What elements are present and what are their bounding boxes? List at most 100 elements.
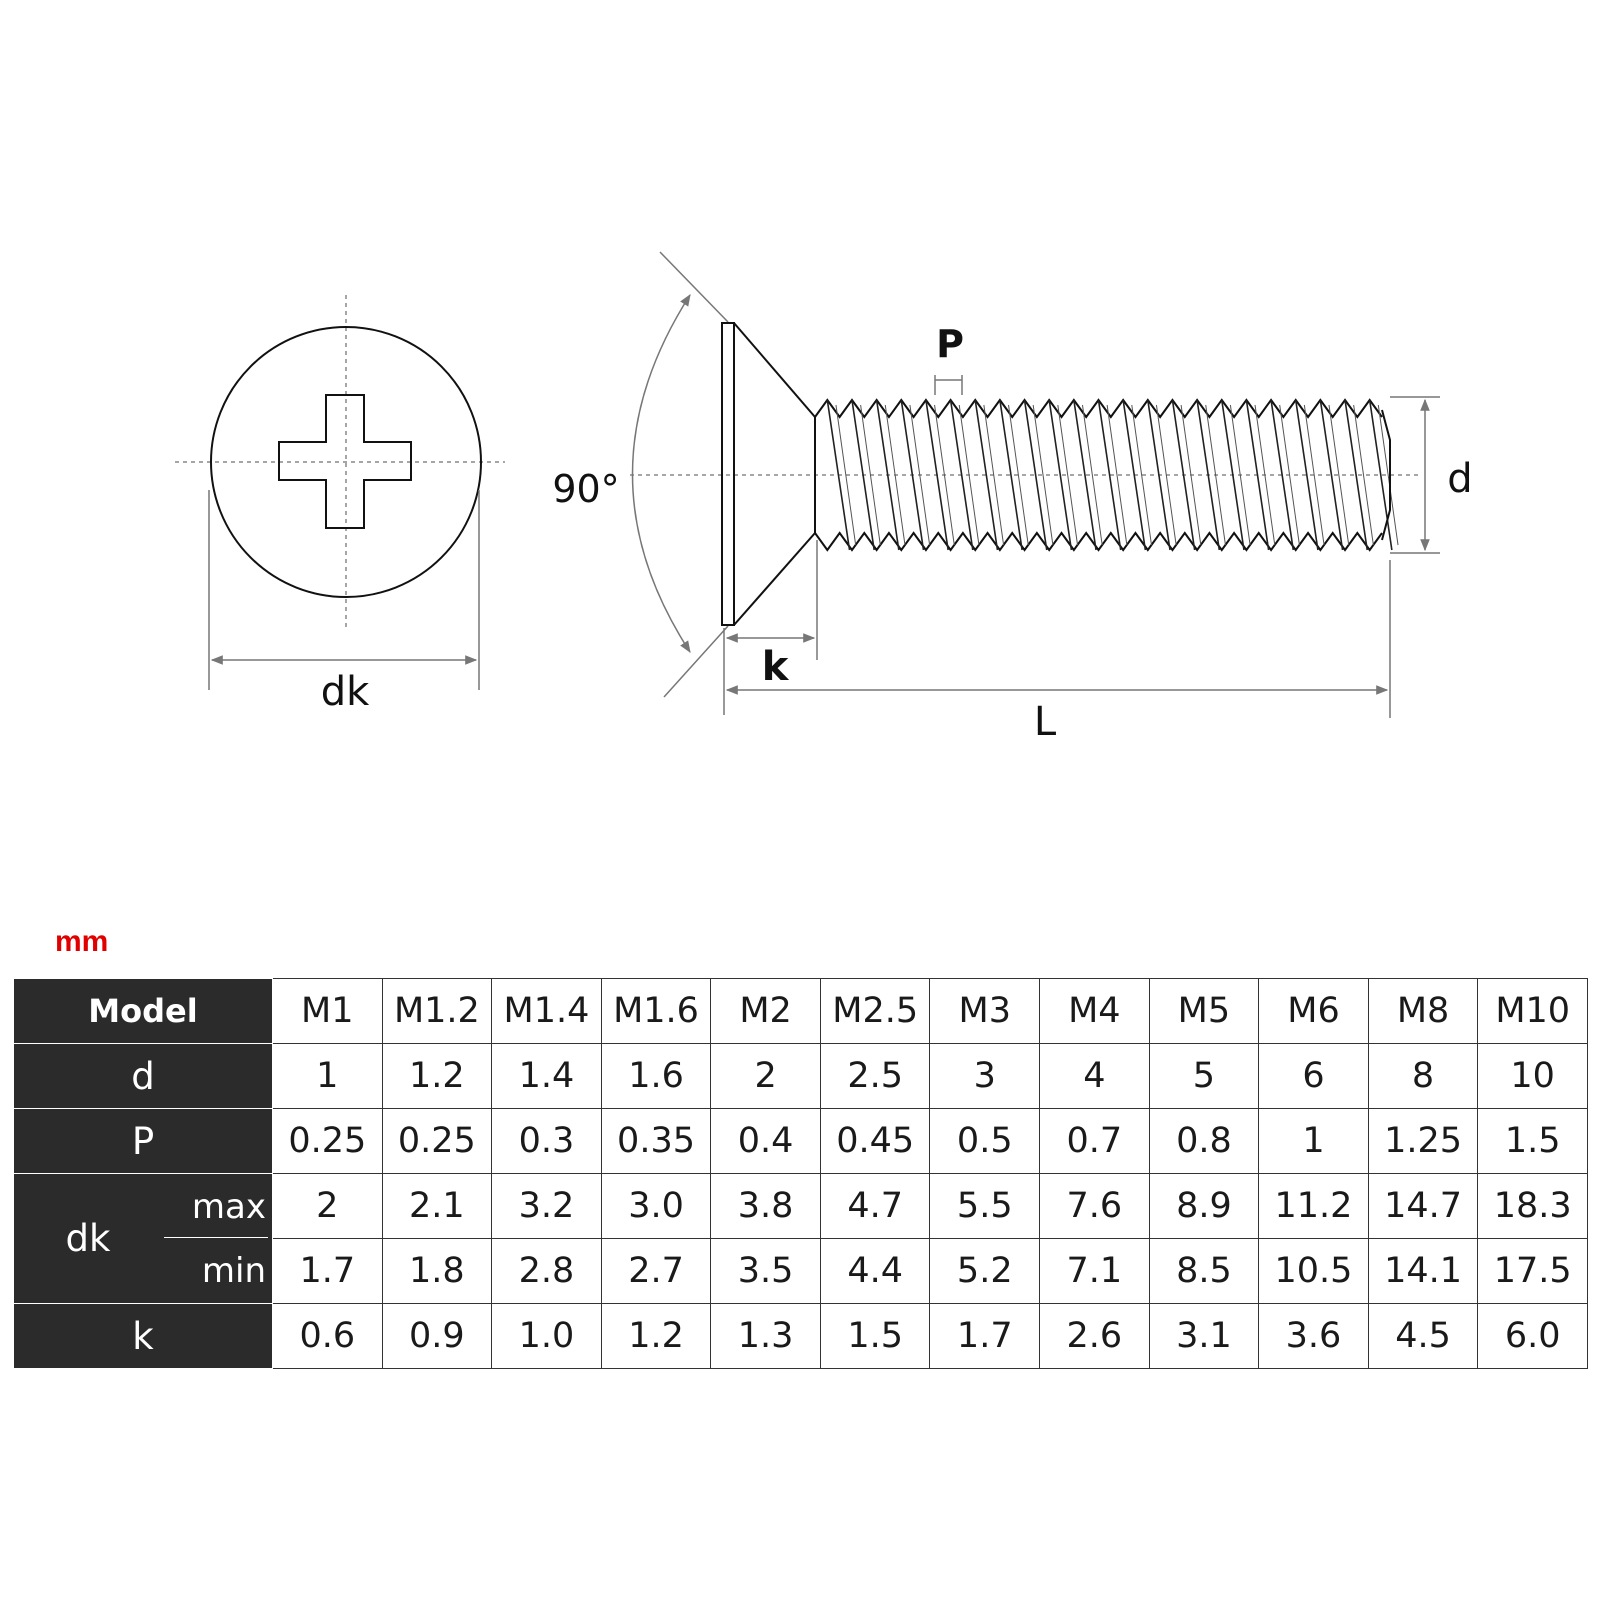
k-cell: 0.9 bbox=[381, 1303, 493, 1369]
thread-line bbox=[925, 399, 949, 551]
p-cell: 0.4 bbox=[710, 1108, 821, 1174]
d-cell: 2.5 bbox=[819, 1043, 931, 1109]
k-cell: 4.5 bbox=[1367, 1303, 1479, 1369]
thread-line bbox=[999, 399, 1023, 551]
dk-min-cell: 1.7 bbox=[272, 1238, 383, 1304]
thread-line bbox=[1057, 404, 1079, 546]
thread-line bbox=[1377, 404, 1399, 546]
head-height-label: k bbox=[762, 644, 790, 690]
thread-line bbox=[1131, 404, 1152, 546]
d-cell: 3 bbox=[929, 1043, 1041, 1109]
thread-line bbox=[1368, 399, 1393, 551]
dk-min-cell: 14.1 bbox=[1367, 1238, 1479, 1304]
thread-tip bbox=[1381, 409, 1391, 541]
model-cell: M1.6 bbox=[600, 978, 712, 1044]
d-cell: 10 bbox=[1477, 1043, 1588, 1109]
dk-max-cell: 5.5 bbox=[929, 1173, 1041, 1239]
thread-line bbox=[1106, 404, 1128, 546]
thread-line bbox=[835, 404, 857, 546]
thread-body bbox=[814, 398, 1399, 552]
thread-line bbox=[1319, 399, 1344, 551]
p-cell: 0.5 bbox=[929, 1108, 1041, 1174]
thread-line bbox=[1254, 404, 1276, 546]
thread-line bbox=[884, 404, 906, 546]
dk-max-cell: 2 bbox=[272, 1173, 383, 1239]
dk-max-cell: 8.9 bbox=[1148, 1173, 1260, 1239]
dk-min-cell: 4.4 bbox=[819, 1238, 931, 1304]
p-cell: 0.25 bbox=[381, 1108, 493, 1174]
k-cell: 2.6 bbox=[1039, 1303, 1150, 1369]
dk-min-cell: 7.1 bbox=[1039, 1238, 1150, 1304]
k-cell: 1.0 bbox=[491, 1303, 602, 1369]
model-cell: M10 bbox=[1477, 978, 1588, 1044]
thread-line bbox=[1180, 404, 1202, 546]
p-cell: 0.8 bbox=[1148, 1108, 1260, 1174]
thread-line bbox=[1279, 404, 1300, 546]
model-cell: M6 bbox=[1258, 978, 1369, 1044]
thread-crest-bottom bbox=[814, 531, 1383, 552]
d-cell: 1.2 bbox=[381, 1043, 493, 1109]
d-cell: 6 bbox=[1258, 1043, 1369, 1109]
p-cell: 0.25 bbox=[272, 1108, 383, 1174]
thread-line bbox=[1344, 399, 1369, 551]
thread-line bbox=[851, 399, 875, 551]
screw-side-view: 90° P d k L bbox=[552, 251, 1473, 745]
thread-line bbox=[826, 399, 851, 551]
thread-line bbox=[1081, 404, 1103, 546]
p-cell: 1.25 bbox=[1367, 1108, 1479, 1174]
dk-max-cell: 18.3 bbox=[1477, 1173, 1588, 1239]
thread-line bbox=[1023, 399, 1048, 551]
thread-line bbox=[900, 399, 925, 551]
thread-line bbox=[934, 404, 955, 546]
p-cell: 1 bbox=[1258, 1108, 1369, 1174]
dk-max-cell: 11.2 bbox=[1258, 1173, 1369, 1239]
thread-line bbox=[1303, 404, 1325, 546]
d-cell: 8 bbox=[1367, 1043, 1479, 1109]
thread-line bbox=[1196, 399, 1221, 551]
dk-max-cell: 3.8 bbox=[710, 1173, 821, 1239]
dk-max-cell: 2.1 bbox=[381, 1173, 493, 1239]
k-cell: 1.5 bbox=[819, 1303, 931, 1369]
p-cell: 0.35 bbox=[600, 1108, 712, 1174]
dk-max-cell: 7.6 bbox=[1039, 1173, 1150, 1239]
model-cell: M5 bbox=[1148, 978, 1260, 1044]
k-cell: 3.1 bbox=[1148, 1303, 1260, 1369]
d-cell: 1.4 bbox=[491, 1043, 602, 1109]
dk-max-cell: 3.0 bbox=[600, 1173, 712, 1239]
angle-label: 90° bbox=[552, 467, 619, 511]
thread-line bbox=[1097, 399, 1122, 551]
thread-line bbox=[1032, 404, 1054, 546]
p-cell: 0.7 bbox=[1039, 1108, 1150, 1174]
k-row-header: k bbox=[13, 1303, 273, 1369]
d-row-header: d bbox=[13, 1043, 273, 1109]
k-cell: 1.2 bbox=[600, 1303, 712, 1369]
model-cell: M2 bbox=[710, 978, 821, 1044]
thread-line bbox=[1220, 399, 1245, 551]
thread-line bbox=[875, 399, 900, 551]
d-cell: 2 bbox=[710, 1043, 821, 1109]
dk-min-cell: 10.5 bbox=[1258, 1238, 1369, 1304]
dk-min-cell: 2.8 bbox=[491, 1238, 602, 1304]
model-cell: M1 bbox=[272, 978, 383, 1044]
unit-label: mm bbox=[55, 925, 109, 958]
thread-line bbox=[1171, 399, 1196, 551]
thread-line bbox=[1073, 399, 1097, 551]
model-cell: M8 bbox=[1367, 978, 1479, 1044]
k-cell: 0.6 bbox=[272, 1303, 383, 1369]
head-top-view: dk bbox=[175, 295, 505, 715]
d-cell: 5 bbox=[1148, 1043, 1260, 1109]
dk-max-cell: 4.7 bbox=[819, 1173, 931, 1239]
length-label: L bbox=[1034, 699, 1057, 745]
dk-min-cell: 17.5 bbox=[1477, 1238, 1588, 1304]
thread-line bbox=[1328, 404, 1350, 546]
d-cell: 1 bbox=[272, 1043, 383, 1109]
p-cell: 0.3 bbox=[491, 1108, 602, 1174]
thread-line bbox=[1294, 399, 1319, 551]
p-row-header: P bbox=[13, 1108, 273, 1174]
dk-label: dk bbox=[321, 669, 370, 715]
